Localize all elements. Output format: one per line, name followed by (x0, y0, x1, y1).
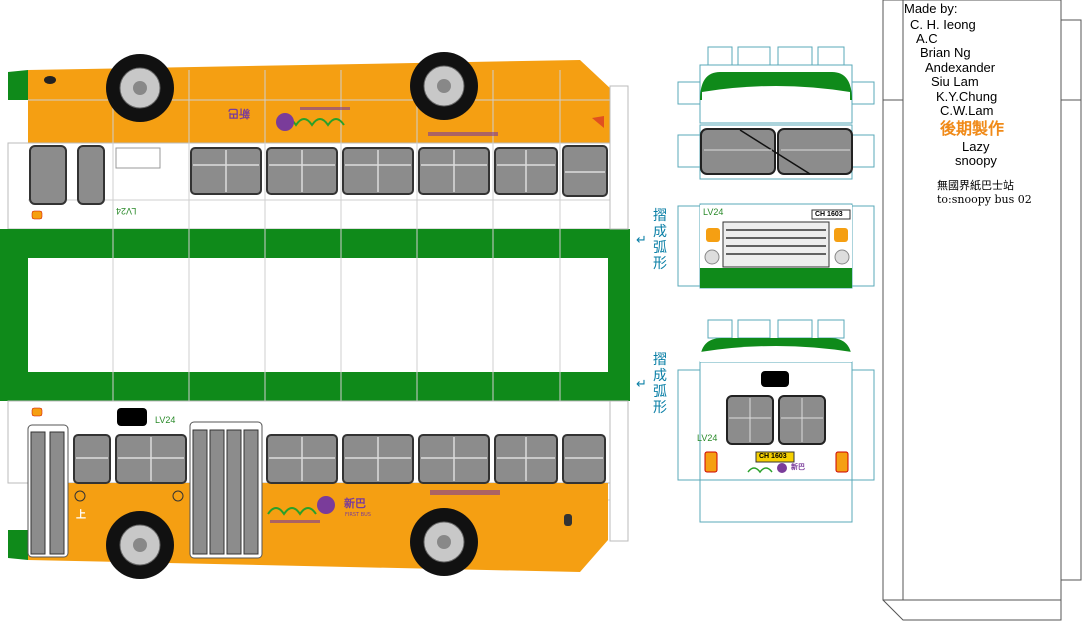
credit-name: C. H. Ieong (910, 17, 976, 32)
site-name: 無國界紙巴士站 (937, 179, 1014, 192)
bus-side-panels (0, 60, 630, 572)
boarding-door-sign: 上 (76, 510, 86, 521)
front-windscreen (700, 128, 853, 175)
fleet-number-side: LV24 (155, 415, 176, 425)
brand-cn-side-flipped: 新巴 (228, 107, 250, 120)
side-livery (31, 76, 604, 526)
wheel (106, 511, 174, 579)
brand-cn-rear: 新巴 (791, 463, 805, 471)
lower-side-rear-edge (609, 400, 629, 542)
credit-name: Brian Ng (920, 45, 971, 60)
credits-title: Made by: (904, 1, 958, 16)
credit-name: K.Y.Chung (936, 89, 998, 104)
upper-side-front-green (8, 70, 28, 100)
bus-wheels (106, 52, 478, 579)
credit-name: A.C (916, 31, 938, 46)
fleet-number-front: LV24 (703, 207, 724, 217)
credits-panel-outline (882, 0, 1082, 621)
front-roof-dome (700, 72, 852, 100)
lower-side-windows (27, 408, 606, 559)
upper-side-rear-edge (609, 85, 629, 230)
fold-instruction-front: 摺成弧形 (653, 208, 667, 272)
credit-name: Lazy (962, 139, 990, 154)
registration-plate-front: CH 1603 (815, 211, 843, 218)
fleet-number-rear: LV24 (697, 433, 718, 443)
post-production-label: 後期製作 (940, 119, 1005, 138)
upper-side-windows (29, 145, 608, 205)
registration-plate-rear: CH 1603 (759, 453, 787, 460)
fleet-number-side-flipped: LV24 (116, 206, 137, 216)
wheel (410, 52, 478, 120)
fold-instruction-rear: 摺成弧形 (653, 352, 667, 416)
file-name: to:snoopy bus 02 (937, 193, 1032, 206)
credit-name: C.W.Lam (940, 103, 994, 118)
wheel (410, 508, 478, 576)
fold-arrow-icon: ↵ (636, 377, 647, 392)
credit-name: snoopy (955, 153, 997, 168)
fold-arrow-icon: ↵ (636, 233, 647, 248)
front-lower-panel (700, 205, 852, 288)
wheel (106, 54, 174, 122)
credit-name: Andexander (925, 60, 996, 75)
brand-cn-side: 新巴 (344, 497, 366, 510)
credit-name: Siu Lam (931, 74, 979, 89)
roof-white-inner (28, 258, 608, 372)
brand-en-side: FIRST BUS (345, 512, 371, 518)
rear-panel (700, 338, 852, 474)
lower-side-front-green (8, 530, 28, 560)
